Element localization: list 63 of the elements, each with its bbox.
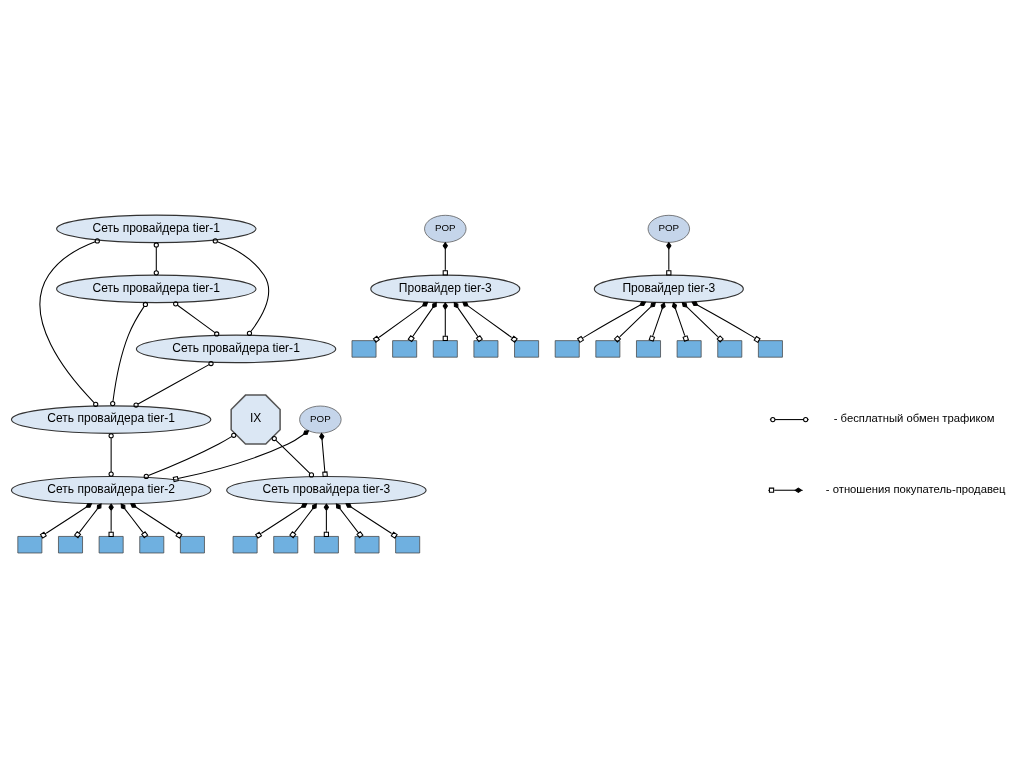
node-ellipse: Сеть провайдера tier-3: [226, 475, 427, 505]
node-box: [636, 339, 661, 358]
node-box: [17, 535, 43, 553]
connector: [73, 502, 102, 538]
node-ellipse: POP: [424, 214, 467, 243]
connector: [453, 301, 483, 342]
connector: [271, 435, 315, 477]
node-ellipse: Сеть провайдера tier-1: [56, 274, 257, 303]
node-box: [180, 535, 205, 553]
connector: [372, 301, 429, 343]
node-box: [273, 535, 299, 553]
node-box: [514, 339, 539, 358]
node-box: [351, 339, 377, 358]
node-box: [232, 535, 258, 553]
connector: [108, 502, 114, 537]
node-box: [98, 535, 124, 553]
node-box: [758, 339, 783, 358]
node-ellipse: Провайдер tier-3: [593, 274, 744, 303]
legend-label: - бесплатный обмен трафиком: [833, 411, 995, 424]
connector: [39, 237, 100, 407]
connector: [691, 300, 761, 343]
node-ellipse: POP: [647, 214, 690, 243]
connector: [153, 241, 159, 275]
node-box: [717, 339, 743, 358]
connector: [110, 301, 149, 406]
connector: [143, 432, 237, 479]
connector: [613, 301, 656, 343]
legend-label: - отношения покупатель-продавец: [825, 482, 1006, 495]
connector: [108, 432, 114, 477]
node-box: [554, 339, 580, 358]
node-ellipse: Провайдер tier-3: [370, 274, 521, 303]
connector: [442, 241, 449, 275]
connector: [407, 301, 437, 342]
connector: [345, 502, 398, 539]
connector: [130, 502, 183, 539]
node-box: [58, 535, 83, 553]
connector: [462, 301, 518, 343]
connector: [671, 301, 690, 342]
connector: [212, 237, 269, 336]
node-box: [313, 535, 339, 553]
connector: [172, 429, 310, 482]
node-ellipse: Сеть провайдера tier-1: [135, 334, 337, 363]
node-ellipse: Сеть провайдера tier-1: [10, 404, 212, 434]
connector: [648, 301, 666, 342]
connector: [681, 301, 724, 343]
connector: [173, 300, 220, 337]
node-box: [354, 535, 380, 553]
node-box: [676, 339, 702, 358]
node-box: [473, 339, 499, 358]
node-box: [595, 339, 621, 358]
connector: [39, 502, 93, 539]
connector: [319, 431, 328, 477]
connector: [335, 502, 364, 538]
connector: [120, 502, 149, 538]
node-box: [395, 535, 421, 553]
node-box: [432, 339, 458, 358]
node-box: [392, 339, 418, 358]
connector: [289, 502, 317, 538]
connector: [133, 360, 214, 408]
node-box: [139, 535, 165, 553]
connector: [254, 502, 308, 539]
connector: [576, 300, 647, 343]
connector: [666, 241, 672, 275]
